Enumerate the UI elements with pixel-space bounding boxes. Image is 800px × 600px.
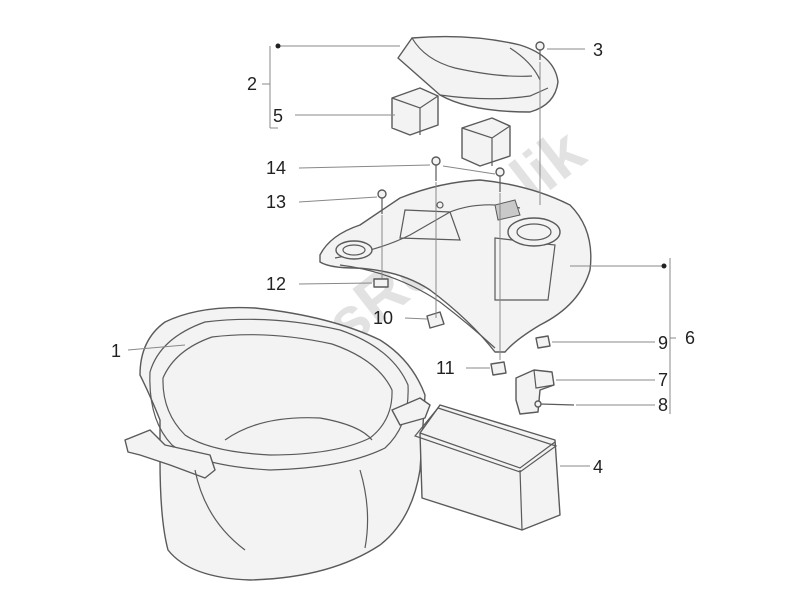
inner-tray-part bbox=[319, 179, 592, 353]
leader-lines bbox=[127, 45, 676, 467]
callout-9: 9 bbox=[658, 333, 668, 353]
callout-14: 14 bbox=[266, 158, 286, 178]
callout-13: 13 bbox=[266, 192, 286, 212]
pin-part bbox=[534, 400, 575, 408]
clip-part-9 bbox=[535, 335, 551, 349]
clip-part-11 bbox=[490, 361, 507, 376]
screw-part-14b bbox=[495, 167, 505, 192]
clip-part-12 bbox=[373, 278, 389, 288]
storage-box-part bbox=[413, 404, 561, 531]
callout-7: 7 bbox=[658, 370, 668, 390]
callout-5: 5 bbox=[273, 106, 283, 126]
callout-10: 10 bbox=[373, 308, 393, 328]
callout-dot-2 bbox=[275, 43, 281, 49]
helmet-compartment-part bbox=[124, 306, 431, 581]
callout-dot-6 bbox=[661, 263, 667, 269]
screw-part-14a bbox=[431, 156, 441, 181]
callout-11: 11 bbox=[436, 358, 455, 378]
callout-3: 3 bbox=[593, 40, 603, 60]
callout-6: 6 bbox=[685, 328, 695, 348]
callout-1: 1 bbox=[111, 341, 121, 361]
callout-4: 4 bbox=[593, 457, 603, 477]
callout-12: 12 bbox=[266, 274, 286, 294]
pad-lower-part bbox=[461, 117, 511, 167]
callout-8: 8 bbox=[658, 395, 668, 415]
screw-part-3 bbox=[535, 41, 545, 60]
pad-upper-part bbox=[391, 87, 439, 136]
cover-part bbox=[397, 35, 559, 113]
callout-2: 2 bbox=[247, 74, 257, 94]
bracket-part bbox=[515, 369, 555, 415]
screw-part-13 bbox=[377, 189, 387, 214]
